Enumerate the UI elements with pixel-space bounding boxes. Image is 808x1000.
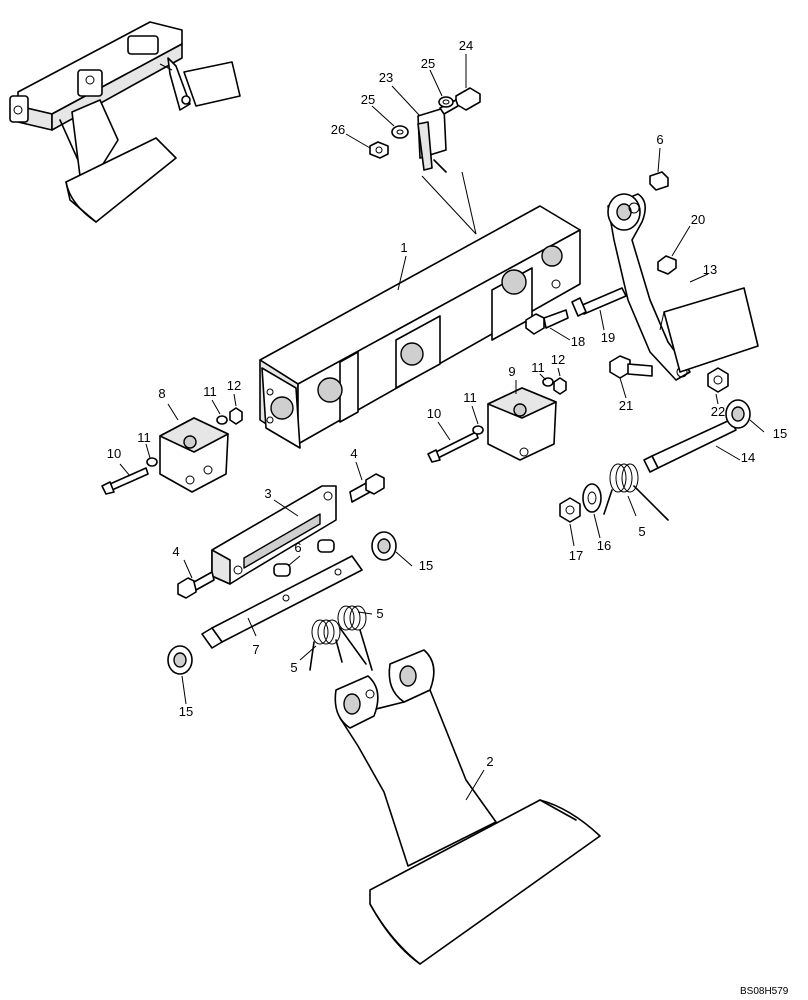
callout-11-right-upper: 11 [531,360,545,375]
callout-6-center: 6 [294,540,301,555]
callout-22: 22 [711,404,725,419]
clamp-part-8 [159,417,229,493]
callout-10-left: 10 [107,446,121,461]
callout-12-left: 12 [227,378,241,393]
callout-23: 23 [379,70,393,85]
callouts: 1 2 3 4 4 5 5 5 6 6 7 8 9 10 10 11 11 11… [107,38,787,769]
callout-2: 2 [486,754,493,769]
plate-part-3 [211,485,337,585]
shaft-part-14 [643,399,751,473]
spring-washer-nut-right [559,463,669,523]
callout-9: 9 [508,364,515,379]
bracket-part-1 [259,205,581,449]
hardware-top [369,87,481,159]
leader-lines [119,54,765,801]
bushings-left [167,531,397,675]
callout-3: 3 [264,486,271,501]
clamp-part-9 [487,387,557,461]
callout-10-right: 10 [427,406,441,421]
callout-15-right: 15 [773,426,787,441]
pedal-part-2 [334,649,601,965]
callout-13: 13 [703,262,717,277]
switch-part-23 [417,107,477,235]
callout-21: 21 [619,398,633,413]
drawing-code: BS08H579 [740,986,789,997]
callout-6-top: 6 [656,132,663,147]
callout-1: 1 [400,240,407,255]
callout-19: 19 [601,330,615,345]
callout-4-lower: 4 [172,544,179,559]
callout-11-right-lower: 11 [463,390,477,405]
callout-25-lower: 25 [361,92,375,107]
callout-17: 17 [569,548,583,563]
callout-16: 16 [597,538,611,553]
callout-11-left-lower: 11 [137,430,151,445]
bolts-pins-left [177,473,385,599]
assembly-inset [9,21,241,223]
callout-5-center-left: 5 [290,660,297,675]
callout-8: 8 [158,386,165,401]
callout-5-right: 5 [638,524,645,539]
callout-5-center-right: 5 [376,606,383,621]
callout-14: 14 [741,450,755,465]
callout-4-upper: 4 [350,446,357,461]
pedal-arm-part-13 [607,171,759,381]
callout-15-center: 15 [419,558,433,573]
callout-25-upper: 25 [421,56,435,71]
callout-15-left: 15 [179,704,193,719]
callout-20: 20 [691,212,705,227]
clamp-hardware [101,377,567,495]
callout-7: 7 [252,642,259,657]
hardware-right [525,255,729,393]
callout-18: 18 [571,334,585,349]
callout-12-right: 12 [551,352,565,367]
callout-11-left-upper: 11 [203,384,217,399]
callout-24: 24 [459,38,473,53]
springs-center [309,605,373,671]
callout-26: 26 [331,122,345,137]
